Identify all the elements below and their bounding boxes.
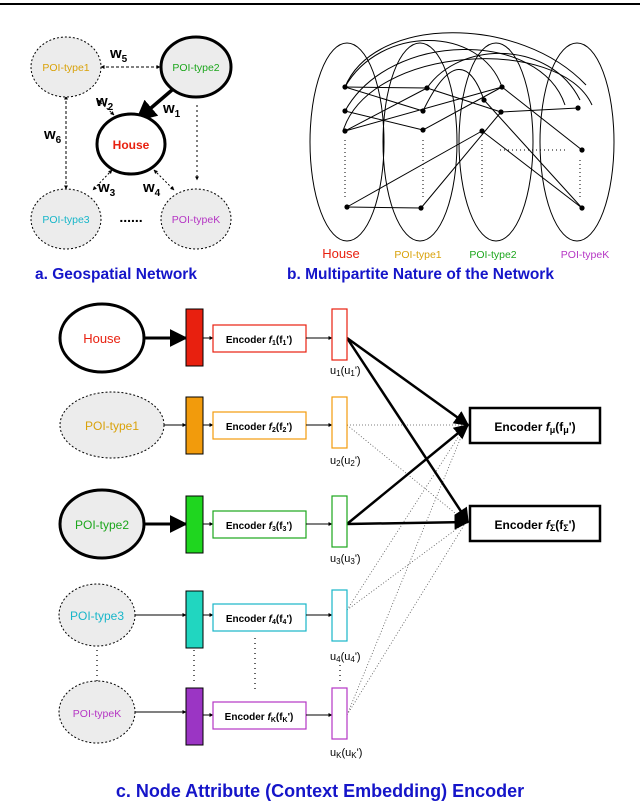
input-label-poi-typek: POI-typeK (73, 708, 121, 720)
caption-b: b. Multipartite Nature of the Network (287, 266, 554, 283)
encoder-box-3 (212, 510, 307, 539)
encoder-label-4: Encoder f4(f4') (226, 614, 292, 626)
arcs-top (342, 32, 593, 132)
input-label-house: House (83, 331, 121, 346)
caption-c: c. Node Attribute (Context Embedding) En… (116, 781, 524, 801)
caption-a: a. Geospatial Network (35, 266, 197, 283)
input-label-poi-type3: POI-type3 (70, 609, 124, 623)
weight-w3: w3 (97, 179, 116, 199)
partition-poi-type2 (458, 42, 534, 242)
node-poi-type2 (159, 35, 233, 99)
output-label-k: uK(uK') (330, 747, 362, 760)
node-poi-typek (160, 188, 232, 250)
encoder-sigma-box (468, 504, 602, 543)
node-poi-type3 (30, 188, 102, 250)
embedding-bar-poi-type1 (185, 396, 204, 455)
partition-label-poi-type1: POI-type1 (394, 249, 441, 261)
network-nodes (342, 84, 585, 211)
encoder-label-1: Encoder f1(f1') (226, 335, 292, 347)
encoder-box-4 (212, 603, 307, 632)
partition-house (309, 42, 385, 242)
embedding-bar-poi-typek (185, 687, 204, 746)
partition-label-poi-typek: POI-typeK (561, 249, 609, 261)
weight-w4: w4 (142, 179, 161, 199)
weight-w5: w5 (109, 45, 128, 65)
edge-w3 (92, 169, 113, 191)
panel-b-multipartite-network: House POI-type1 POI-type2 POI-typeK b. M… (287, 32, 615, 283)
output-box-2 (331, 396, 348, 449)
input-label-poi-type2: POI-type2 (75, 518, 129, 532)
embedding-bar-poi-type3 (185, 590, 204, 649)
node-poi-type1 (30, 36, 102, 98)
row-poi-type2: POI-type2 Encoder f3(f3') u3(u3') (58, 488, 361, 566)
embedding-bar-house (185, 308, 204, 367)
encoder-sigma-label: Encoder fΣ(fΣ') (494, 518, 575, 533)
encoder-box-k (212, 701, 307, 730)
fan-edges-bold (345, 336, 470, 530)
output-box-3 (331, 495, 348, 548)
encoder-mu-label: Encoder fμ(fμ') (494, 420, 575, 435)
cross-edges (344, 86, 583, 209)
dotted-links (344, 140, 581, 200)
fan-edges-thin (346, 424, 467, 716)
partition-poi-typek (539, 42, 615, 242)
panel-a-geospatial-network: POI-type1 POI-type2 House POI-type3 POI-… (30, 35, 233, 283)
output-label-1: u1(u1') (330, 365, 361, 378)
encoder-box-1 (212, 324, 307, 353)
ellipsis-a: ...... (119, 209, 142, 225)
output-label-4: u4(u4') (330, 651, 361, 664)
label-poi-typek: POI-typeK (172, 214, 220, 226)
partition-label-poi-type2: POI-type2 (469, 249, 516, 261)
continuation-dots (96, 638, 341, 690)
output-box-1 (331, 308, 348, 361)
row-house: House Encoder f1(f1') u1(u1') (58, 302, 361, 378)
partition-poi-type1 (382, 42, 458, 242)
output-box-k (331, 687, 348, 740)
label-poi-type2: POI-type2 (172, 62, 219, 74)
output-label-2: u2(u2') (330, 455, 361, 468)
weight-w2: w2 (95, 93, 114, 113)
weight-w1: w1 (162, 100, 181, 120)
edge-w4 (153, 169, 175, 191)
row-poi-type1: POI-type1 Encoder f2(f2') u2(u2') (59, 391, 361, 468)
partition-label-house: House (322, 246, 360, 261)
input-label-poi-type1: POI-type1 (85, 419, 139, 433)
row-poi-type3: POI-type3 Encoder f4(f4') u4(u4') (58, 583, 361, 664)
embedding-bar-poi-type2 (185, 495, 204, 554)
encoder-label-2: Encoder f2(f2') (226, 422, 292, 434)
encoder-mu-box (468, 406, 602, 445)
output-box-4 (331, 589, 348, 642)
encoder-label-3: Encoder f3(f3') (226, 521, 292, 533)
output-label-3: u3(u3') (330, 553, 361, 566)
label-poi-type3: POI-type3 (42, 214, 89, 226)
node-house (95, 112, 167, 176)
label-house: House (113, 138, 150, 152)
row-poi-typek: POI-typeK Encoder fK(fK') uK(uK') (58, 680, 362, 760)
weight-w6: w6 (43, 126, 62, 146)
panel-c-node-attribute-encoder: House Encoder f1(f1') u1(u1') POI-type1 … (58, 302, 602, 801)
label-poi-type1: POI-type1 (42, 62, 89, 74)
encoder-label-k: Encoder fK(fK') (225, 712, 294, 724)
